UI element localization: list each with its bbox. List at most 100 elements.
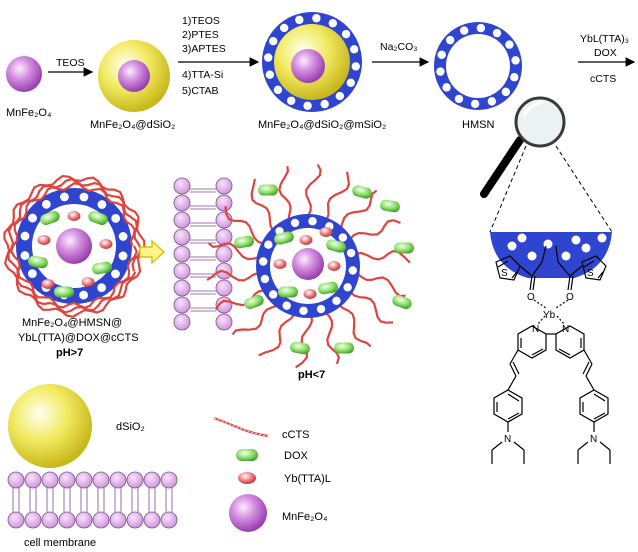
pore	[299, 306, 308, 315]
zoom-lines	[489, 145, 613, 233]
ccts-chain	[250, 178, 274, 231]
pore	[282, 301, 291, 310]
ccts-chain	[356, 272, 406, 298]
dox-molecule	[258, 184, 278, 196]
pore	[470, 99, 480, 109]
pore	[346, 78, 355, 88]
dox-molecule	[88, 210, 108, 226]
pore	[527, 251, 537, 261]
lipid-head	[173, 194, 191, 212]
cell-membrane-vertical	[173, 177, 233, 331]
pore	[561, 251, 571, 261]
lipid-head	[143, 471, 161, 489]
lipid-head	[7, 471, 25, 489]
mnfe2o4-dsio2-label: MnFe₂O₄@dSiO₂	[90, 119, 175, 131]
arrow-2-reagent-2: 2)PTES	[182, 29, 219, 41]
pore	[303, 101, 312, 110]
composite-particle-ph-gt7	[3, 174, 146, 318]
lipid-head	[41, 471, 59, 489]
pore	[264, 53, 273, 62]
composite-label-line1: MnFe₂O₄@HMSN@	[22, 317, 122, 329]
pore	[79, 192, 89, 202]
legend-ybttal-label: Yb(TTA)L	[284, 473, 331, 485]
pore	[97, 200, 107, 209]
yb-complex	[303, 289, 317, 299]
ccts-chain	[3, 174, 146, 318]
arrow-3-reagent: Na₂CO₃	[380, 41, 418, 53]
lipid-head	[215, 177, 233, 195]
mnfe2o4-particle	[6, 56, 42, 92]
pore	[436, 67, 445, 76]
arrow-4-reagent-3: cCTS	[590, 73, 616, 85]
transition-arrow	[139, 239, 166, 265]
ccts-chain	[339, 189, 378, 229]
pore	[290, 218, 300, 228]
dox-molecule	[392, 294, 412, 310]
pore	[437, 50, 446, 59]
ccts-chain	[325, 171, 351, 220]
pore	[543, 239, 553, 249]
lipid-head	[173, 211, 191, 229]
lipid-head	[7, 511, 25, 529]
oxygen-left: O	[527, 292, 535, 303]
arrow-2-reagent-1: 1)TEOS	[182, 15, 220, 27]
hmsn-particle	[434, 22, 522, 110]
ccts-chain	[295, 315, 314, 369]
dox-molecule	[380, 199, 400, 213]
pore	[259, 257, 268, 266]
pore	[20, 251, 30, 260]
pore	[111, 269, 120, 279]
legend-mnfe2o4-label: MnFe₂O₄	[282, 511, 328, 523]
pore	[501, 87, 511, 97]
pore	[312, 14, 321, 23]
pore	[273, 85, 283, 95]
arrow-2-reagent-5: 5)CTAB	[182, 85, 219, 97]
pore	[349, 45, 359, 54]
lipid-head	[173, 313, 191, 331]
ccts-chain	[325, 311, 341, 365]
ccts-chain	[356, 249, 411, 264]
nitrogen-bpy-right: N	[562, 324, 569, 335]
ccts-chain	[338, 304, 372, 348]
pore	[454, 94, 464, 104]
pore	[487, 97, 497, 106]
hmsn-label: HMSN	[462, 119, 494, 131]
dox-molecule	[54, 286, 74, 298]
mnfe2o4-dsio2-msio2-label: MnFe₂O₄@dSiO₂@mSiO₂	[258, 119, 386, 131]
lipid-head	[173, 262, 191, 280]
magnifier-icon	[480, 96, 566, 198]
lipid-head	[126, 511, 144, 529]
pore	[343, 283, 352, 292]
released-particle-ph-lt7	[206, 163, 414, 369]
pore	[27, 269, 37, 279]
lipid-head	[173, 177, 191, 195]
pore	[459, 26, 469, 35]
legend-dsio2-swatch	[8, 384, 92, 468]
lipid-head	[75, 511, 93, 529]
pore	[268, 290, 278, 299]
pore	[111, 213, 121, 223]
legend-dsio2-label: dSiO₂	[116, 421, 145, 433]
lipid-head	[75, 471, 93, 489]
arrow-2-reagent-4: 4)TTA-Si	[182, 69, 223, 81]
lipid-head	[215, 245, 233, 263]
dox-molecule	[234, 235, 254, 249]
pore	[505, 40, 514, 49]
dox-molecule	[28, 255, 48, 269]
lipid-head	[215, 313, 233, 331]
pore	[476, 23, 486, 33]
yb-complex	[327, 261, 341, 271]
pore	[581, 243, 591, 253]
dox-molecule	[274, 231, 294, 245]
ccts-chain	[278, 165, 292, 221]
yb-complex	[299, 235, 313, 245]
pore	[332, 296, 341, 306]
pore	[316, 304, 326, 314]
pore	[28, 213, 37, 223]
lipid-head	[24, 511, 42, 529]
pore	[20, 231, 30, 241]
pore	[346, 248, 356, 258]
ytterbium-atom: Yb	[543, 310, 556, 321]
arrow-2-reagent-3: 3)APTES	[182, 43, 226, 55]
ccts-chain	[349, 291, 394, 324]
